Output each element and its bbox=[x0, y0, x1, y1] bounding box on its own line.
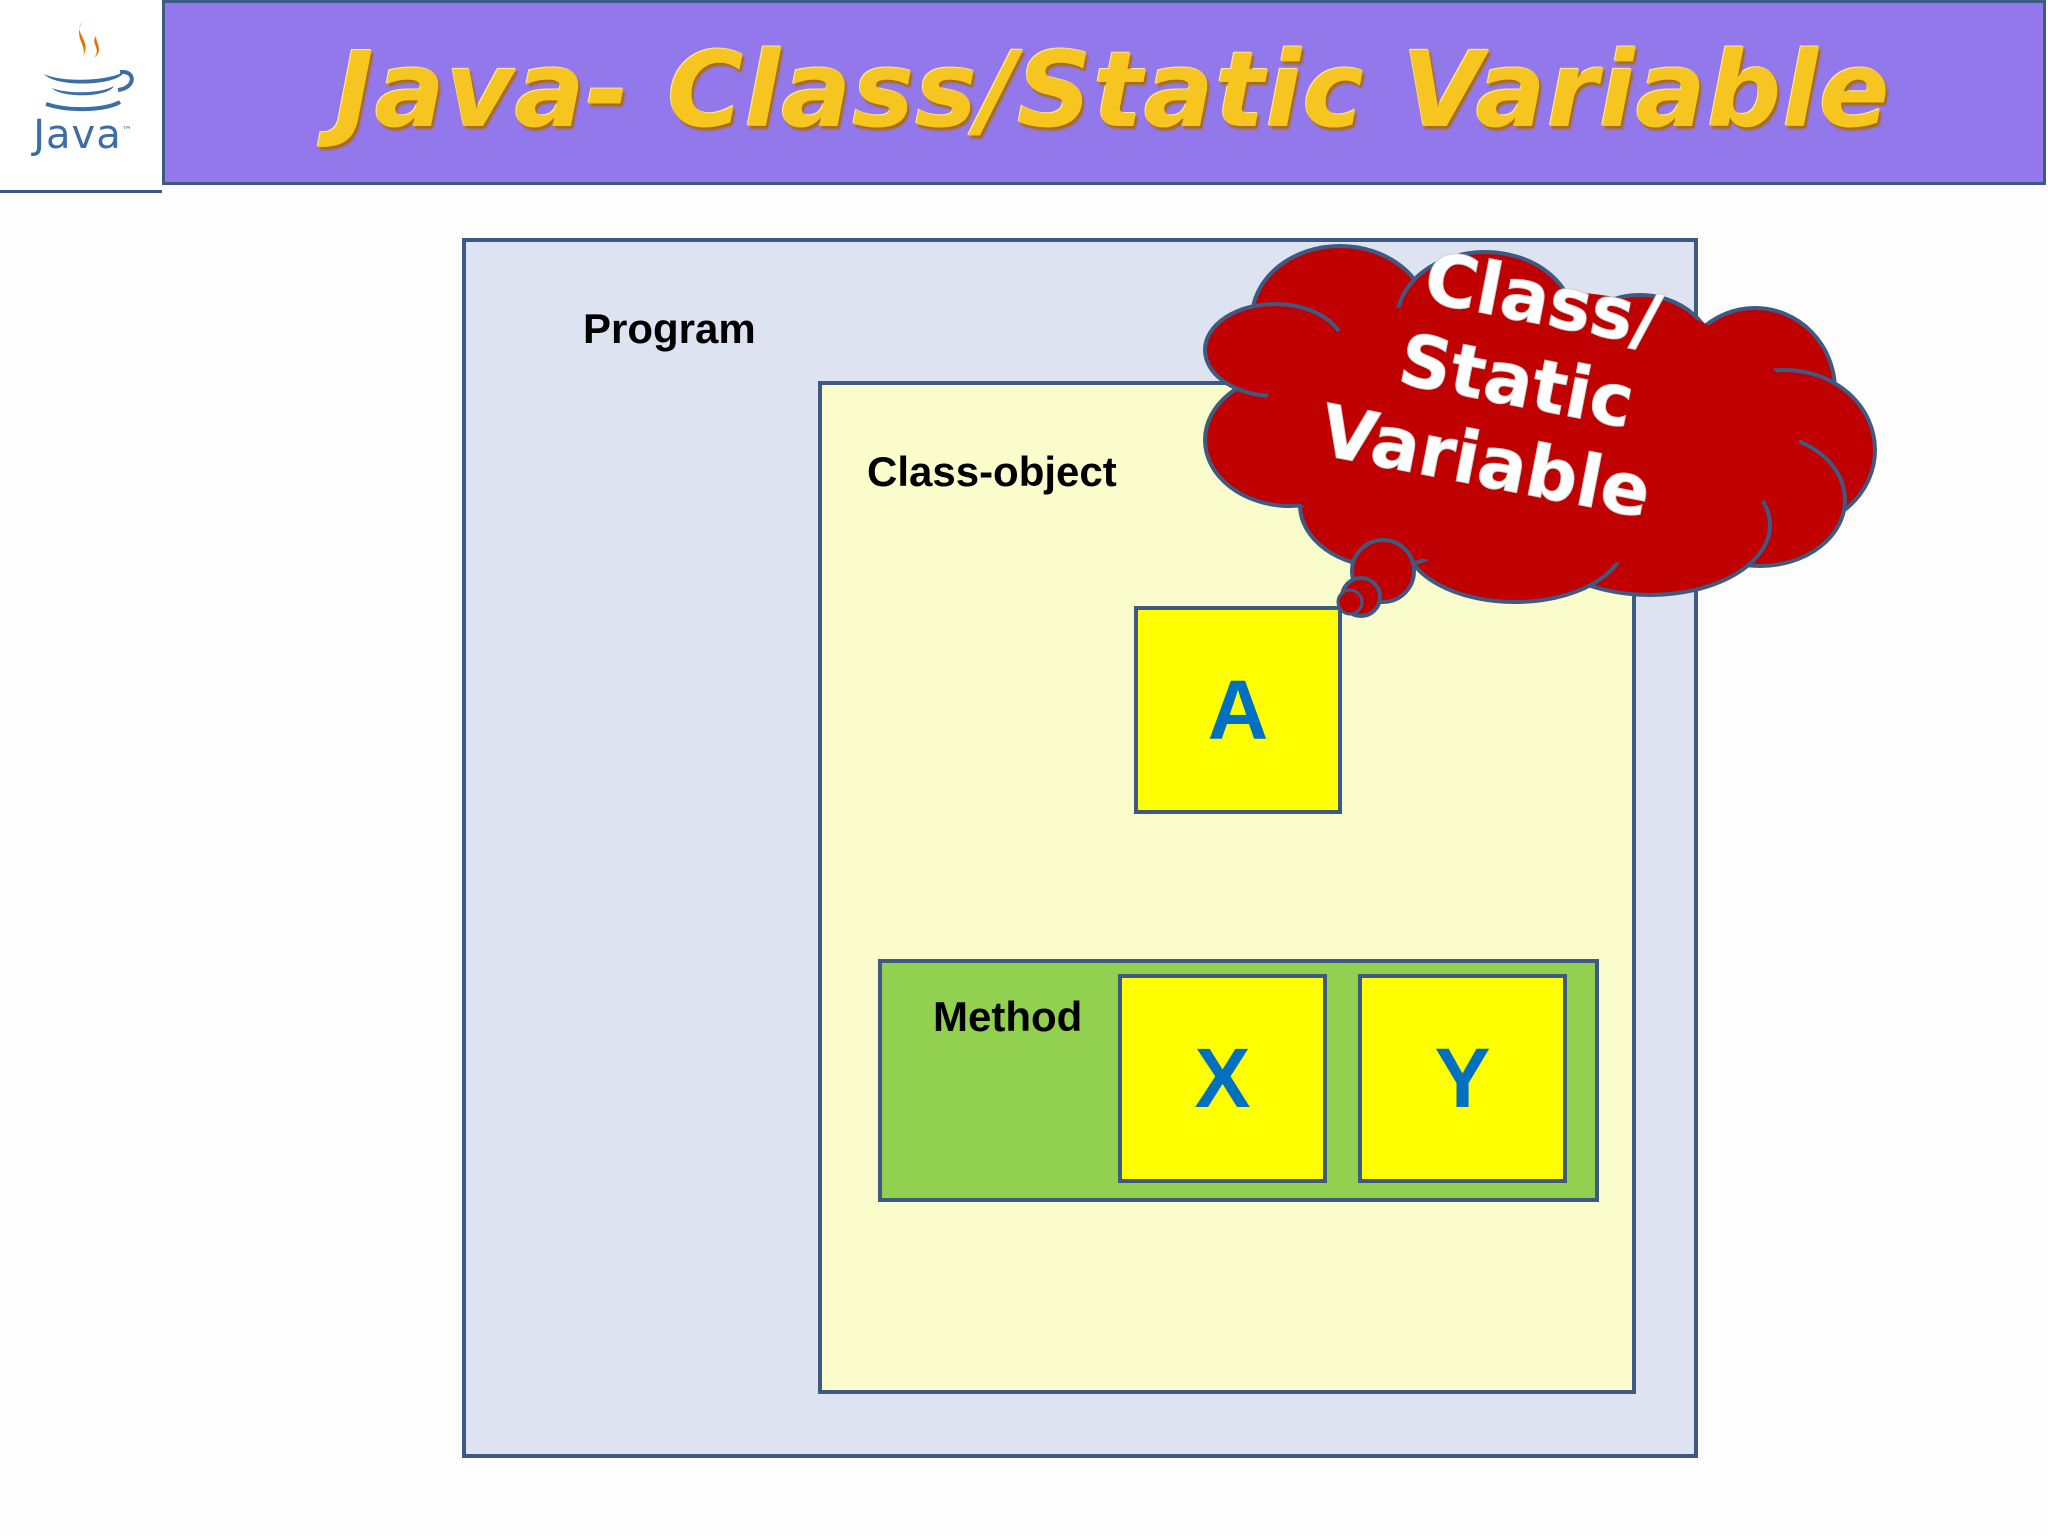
thought-bubble-small bbox=[1338, 590, 1362, 614]
